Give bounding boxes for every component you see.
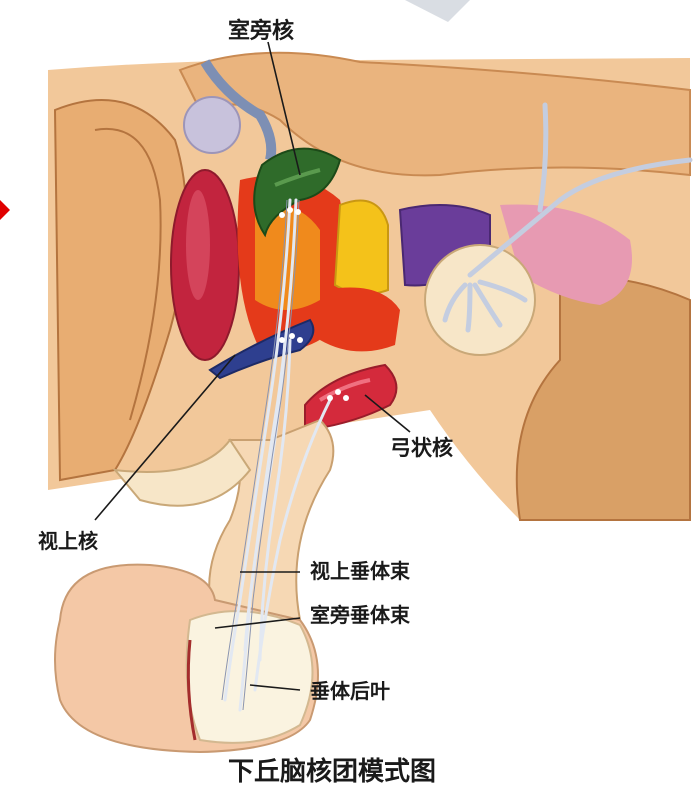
mammillary-body [425, 245, 535, 355]
label-supraoptic-nucleus: 视上核 [38, 529, 98, 553]
yellow-nucleus [335, 201, 388, 295]
label-paraventricular-nucleus: 室旁核 [228, 18, 294, 44]
label-posterior-pituitary: 垂体后叶 [310, 679, 390, 703]
crimson-nucleus-highlight [186, 190, 210, 300]
label-supraoptic-hypophyseal-tract: 视上垂体束 [310, 559, 411, 583]
diagram-caption: 下丘脑核团模式图 [228, 756, 436, 787]
label-paraventricular-hypophyseal-tract: 室旁垂体束 [310, 603, 411, 627]
posterior-pituitary-shape [187, 611, 313, 743]
label-arcuate-nucleus: 弓状核 [390, 436, 453, 460]
lavender-structure [184, 97, 240, 153]
